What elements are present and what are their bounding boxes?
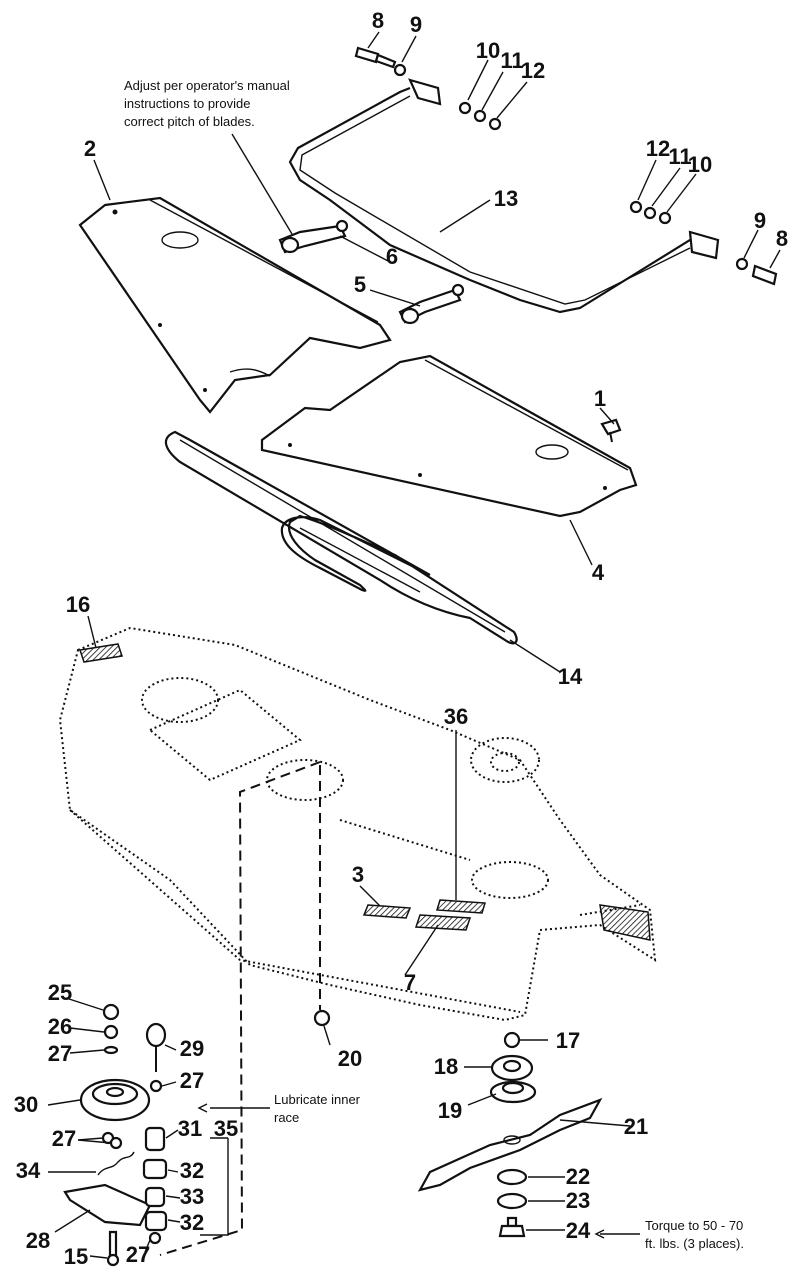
callout-16: 16 — [66, 592, 90, 617]
callout-12b: 12 — [646, 136, 670, 161]
callout-23: 23 — [566, 1188, 590, 1213]
callout-14: 14 — [558, 664, 583, 689]
adjust-note-line-3: correct pitch of blades. — [124, 114, 255, 129]
pitch-adjuster-lower — [398, 283, 465, 325]
callout-29: 29 — [180, 1036, 204, 1061]
callout-22: 22 — [566, 1164, 590, 1189]
lubricate-note-line-1: Lubricate inner — [274, 1092, 361, 1107]
callout-32b: 32 — [180, 1210, 204, 1235]
callout-20: 20 — [338, 1046, 362, 1071]
torque-note-line-2: ft. lbs. (3 places). — [645, 1236, 744, 1251]
callout-4: 4 — [592, 560, 605, 585]
pivot-bushings — [142, 1126, 168, 1245]
idler-assembly — [63, 1003, 152, 1267]
shield-bracket — [288, 78, 720, 314]
callout-27: 27 — [48, 1041, 72, 1066]
callout-15: 15 — [64, 1244, 88, 1269]
callout-8: 8 — [372, 8, 384, 33]
callout-10: 10 — [476, 38, 500, 63]
callout-21: 21 — [624, 1114, 648, 1139]
deck-vent — [599, 904, 651, 941]
callout-5: 5 — [354, 272, 366, 297]
decal-16 — [79, 643, 123, 663]
right-belt-shield — [260, 354, 638, 518]
callout-34: 34 — [16, 1158, 41, 1183]
eye-bolt — [145, 1022, 167, 1093]
lubricate-note-line-2: race — [274, 1110, 299, 1125]
mower-deck — [58, 626, 657, 1022]
callout-33: 33 — [180, 1184, 204, 1209]
callout-10b: 10 — [688, 152, 712, 177]
callout-11: 11 — [500, 48, 523, 73]
torque-note-line-1: Torque to 50 - 70 — [645, 1218, 743, 1233]
shield-bolt — [600, 418, 622, 443]
callout-6: 6 — [386, 244, 398, 269]
callout-9b: 9 — [754, 208, 766, 233]
callout-24: 24 — [566, 1218, 591, 1243]
callout-19: 19 — [438, 1098, 462, 1123]
callout-8b: 8 — [776, 226, 788, 251]
callout-27d: 27 — [126, 1242, 150, 1267]
callout-numbers: 8 9 10 11 12 2 12 11 10 13 9 8 6 5 1 4 1… — [14, 8, 788, 1269]
blade-assembly — [417, 1031, 603, 1238]
callout-17: 17 — [556, 1028, 580, 1053]
callout-9: 9 — [410, 12, 422, 37]
callout-2: 2 — [84, 136, 96, 161]
callout-11b: 11 — [668, 144, 691, 169]
callout-30: 30 — [14, 1092, 38, 1117]
adjust-note-line-2: instructions to provide — [124, 96, 250, 111]
drive-belt — [164, 430, 518, 645]
callout-12: 12 — [521, 58, 545, 83]
decal-36 — [436, 899, 486, 914]
decal-7 — [414, 914, 472, 931]
left-belt-shield — [78, 196, 392, 414]
assembly-guide-line — [159, 761, 321, 1256]
callout-35: 35 — [214, 1116, 238, 1141]
pitch-adjuster-upper — [278, 219, 349, 254]
callout-25: 25 — [48, 980, 72, 1005]
callout-7: 7 — [404, 970, 416, 995]
callout-36: 36 — [444, 704, 468, 729]
callout-3: 3 — [352, 862, 364, 887]
leader-lines — [47, 31, 781, 1259]
nut-20 — [313, 1009, 331, 1027]
callout-32: 32 — [180, 1158, 204, 1183]
callout-27c: 27 — [52, 1126, 76, 1151]
callout-28: 28 — [26, 1228, 50, 1253]
callout-18: 18 — [434, 1054, 458, 1079]
callout-1: 1 — [594, 386, 606, 411]
callout-31: 31 — [178, 1116, 202, 1141]
adjust-note-line-1: Adjust per operator's manual — [124, 78, 290, 93]
hardware-stack-left — [354, 46, 502, 131]
decal-3 — [362, 904, 412, 919]
callout-26: 26 — [48, 1014, 72, 1039]
callout-27b: 27 — [180, 1068, 204, 1093]
hardware-stack-right — [629, 200, 778, 286]
callout-13: 13 — [494, 186, 518, 211]
